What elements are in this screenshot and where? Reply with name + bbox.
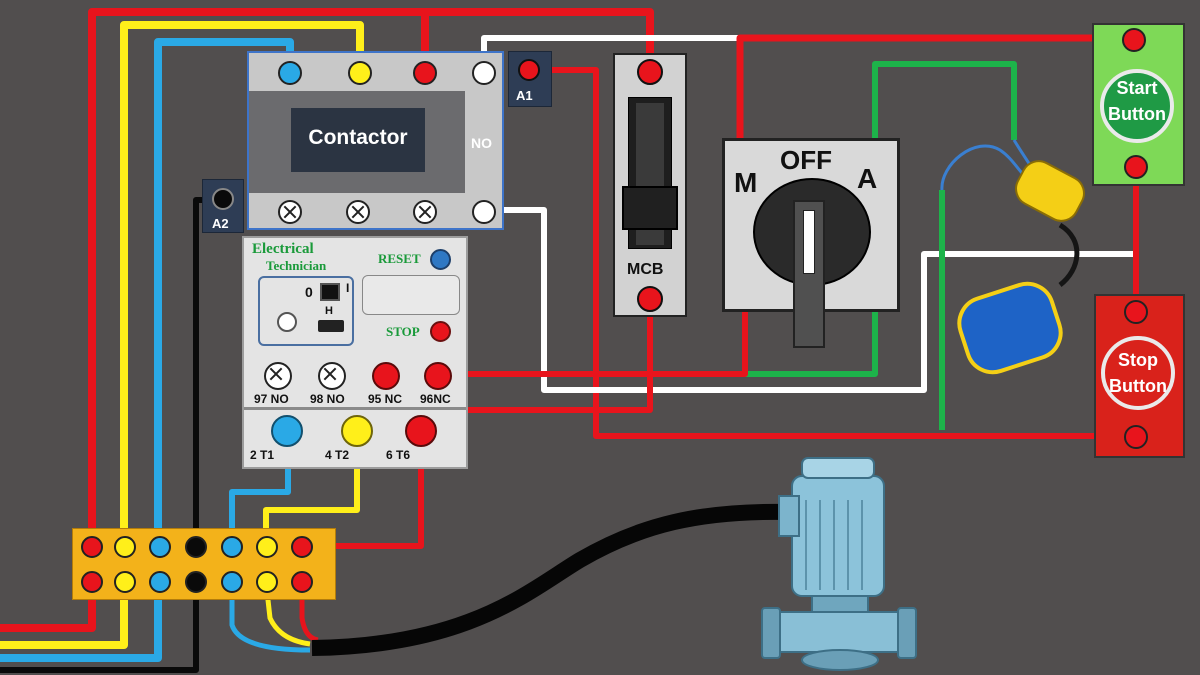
start-top-terminal[interactable] [1122,28,1146,52]
contactor-label-box [291,108,425,172]
stop-top-terminal[interactable] [1124,300,1148,324]
start-button-line1: Start [1116,78,1158,98]
contactor-t2-terminal[interactable] [346,200,370,224]
contact-96-terminal[interactable] [424,362,452,390]
wire-red-motor [299,582,319,643]
reset-button[interactable] [430,249,451,270]
output-t2-terminal[interactable] [341,415,373,447]
stop-button[interactable] [1101,336,1175,410]
contactor-label: Contactor [308,126,408,149]
stop-button-line2: Button [1109,376,1167,396]
strip-terminal-yellow-in-top[interactable] [114,536,136,558]
contactor-l1-terminal[interactable] [278,61,302,85]
dial-zero-label: 0 [305,284,313,300]
dial-i-label: I [346,281,350,295]
strip-terminal-yellow-out-bottom[interactable] [256,571,278,593]
overload-relay-divider [244,407,466,410]
wire-red-96nc [438,312,748,377]
strip-terminal-yellow-in-bottom[interactable] [114,571,136,593]
contactor-no-top-terminal[interactable] [472,61,496,85]
contact-95-terminal[interactable] [372,362,400,390]
dial-switch-icon[interactable] [320,283,340,301]
wire-red-start-feed [736,34,1133,138]
mcb-toggle-handle[interactable] [622,186,678,230]
strip-terminal-neutral-top[interactable] [185,536,207,558]
strip-terminal-neutral-bottom[interactable] [185,571,207,593]
strip-terminal-blue-in-bottom[interactable] [149,571,171,593]
contactor-no-label: NO [471,135,492,151]
mcb-bottom-terminal[interactable] [637,286,663,312]
selector-handle-mark [803,210,815,274]
dial-lever-icon [318,320,344,332]
dial-h-label: H [325,305,333,317]
output-t1-terminal[interactable] [271,415,303,447]
contact-97-terminal[interactable] [264,362,292,390]
wire-green-return [745,312,878,377]
strip-terminal-red-out-bottom[interactable] [291,571,313,593]
start-button-line2: Button [1108,104,1166,124]
contactor-l2-terminal[interactable] [348,61,372,85]
wire-green-float [872,61,1017,140]
output-t3-terminal[interactable] [405,415,437,447]
motor-pump [761,457,917,671]
wire-red-a1-stop [530,67,1136,439]
strip-terminal-red-in-bottom[interactable] [81,571,103,593]
output-t3-label: 6 T6 [386,448,411,462]
contact-98-terminal[interactable] [318,362,346,390]
stop-bottom-terminal[interactable] [1124,425,1148,449]
selector-manual-label: M [734,167,758,198]
strip-terminal-blue-out-bottom[interactable] [221,571,243,593]
float-cord-3 [1058,222,1080,287]
start-button[interactable] [1100,69,1174,143]
contactor-no-bottom-terminal[interactable] [472,200,496,224]
start-bottom-terminal[interactable] [1124,155,1148,179]
mcb-label: MCB [627,261,664,278]
strip-terminal-blue-in-top[interactable] [149,536,171,558]
brand-line-2: Technician [266,258,327,273]
adjust-screw-icon[interactable] [277,312,297,332]
output-t1-label: 2 T1 [250,448,275,462]
output-t2-label: 4 T2 [325,448,350,462]
contactor-t1-terminal[interactable] [278,200,302,224]
selector-auto-label: A [857,163,878,194]
contactor-l3-terminal[interactable] [413,61,437,85]
relay-window [362,275,460,315]
float-cord-1 [940,144,1032,191]
coil-a1-label: A1 [516,88,533,103]
stop-label: STOP [386,324,420,339]
wire-blue-motor [229,582,311,653]
relay-dial-panel[interactable] [258,276,354,346]
mcb-top-terminal[interactable] [637,59,663,85]
reset-label: RESET [378,251,421,266]
strip-terminal-blue-out-top[interactable] [221,536,243,558]
wire-red-top-bus [0,8,654,632]
stop-button-line1: Stop [1118,350,1158,370]
brand-line-1: Electrical [252,241,314,257]
contact-97-label: 97 NO [254,392,289,406]
selector-off-label: OFF [780,145,832,175]
contactor-t3-terminal[interactable] [413,200,437,224]
coil-a1-terminal[interactable] [518,59,540,81]
coil-a2-terminal[interactable] [212,188,234,210]
wire-white-no-bottom [484,207,1133,393]
contact-96-label: 96NC [420,392,451,406]
wire-yellow-motor [263,581,311,647]
strip-terminal-red-in-top[interactable] [81,536,103,558]
contact-95-label: 95 NC [368,392,403,406]
strip-terminal-red-out-top[interactable] [291,536,313,558]
strip-terminal-yellow-out-top[interactable] [256,536,278,558]
motor-cable [311,503,791,656]
stop-test-button[interactable] [430,321,451,342]
contact-98-label: 98 NO [310,392,345,406]
wire-yellow-t2 [263,430,360,545]
coil-a2-label: A2 [212,216,229,231]
wire-yellow-l2 [0,21,364,649]
